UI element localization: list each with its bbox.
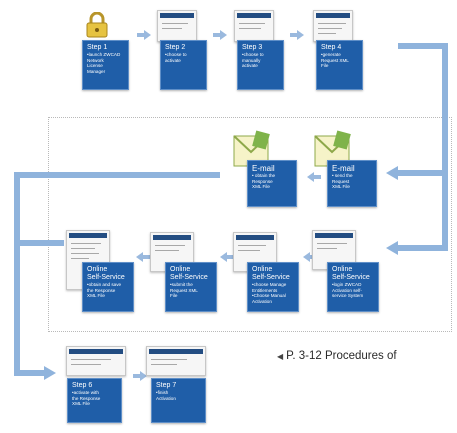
online-4-subtitle: Self-Service — [332, 274, 370, 281]
email-obtain-line: Response — [252, 178, 273, 184]
step-3-title: Step 3 — [242, 44, 263, 51]
step-4-screenshot — [313, 10, 353, 42]
step-4-line: Request XML — [321, 57, 349, 63]
online-2-line: •submit the — [170, 282, 193, 287]
online-3-subtitle: Self-Service — [252, 274, 290, 281]
online-1-title: Online — [87, 266, 108, 273]
reference-text: P. 3-12 Procedures of — [286, 350, 397, 362]
online-3-title: Online — [252, 266, 273, 273]
reference-marker: ◀ — [277, 352, 284, 361]
step-3-line: •choose to — [242, 52, 264, 57]
online-2-title: Online — [170, 266, 191, 273]
step-2-box: Step 2 •choose to activate — [160, 40, 207, 90]
email-obtain-line: • obtain the — [252, 173, 276, 178]
step-3-line: manually — [242, 57, 261, 63]
step-3-box: Step 3 •choose to manually activate — [237, 40, 284, 90]
online-4-line: •login ZWCAD — [332, 282, 362, 287]
flow-line-left-top — [14, 172, 220, 178]
arrow-online3-to-online2 — [220, 252, 234, 262]
online-4-title: Online — [332, 266, 353, 273]
online-3-line: Entitlements — [252, 287, 278, 293]
flow-line-email-branch — [398, 170, 448, 176]
email-obtain-box: E-mail • obtain the Response XML File — [247, 160, 297, 207]
email-send-line: Request — [332, 178, 350, 184]
online-1-line: •obtain and save — [87, 282, 122, 287]
arrow-step3-to-step4 — [290, 30, 304, 40]
email-obtain-title: E-mail — [252, 164, 275, 173]
flow-line-right-drop — [442, 43, 448, 251]
arrow-into-email — [386, 166, 398, 180]
flow-line-left-vertical — [14, 172, 20, 376]
lock-icon — [86, 12, 108, 38]
email-send-line: XML File — [332, 184, 350, 189]
online-1-box: Online Self-Service •obtain and save the… — [82, 262, 134, 312]
online-1-subtitle: Self-Service — [87, 274, 125, 281]
step-7-title: Step 7 — [156, 382, 177, 389]
online-2-line: File — [170, 293, 178, 298]
online-4-line: service System — [332, 293, 364, 298]
arrow-into-online — [386, 241, 398, 255]
online-4-box: Online Self-Service •login ZWCAD Activat… — [327, 262, 379, 312]
step-7-line: •finish — [156, 390, 169, 395]
email-send-title: E-mail — [332, 164, 355, 173]
step-2-screenshot — [157, 10, 197, 42]
step-1-line: Manager — [87, 68, 106, 74]
arrow-into-step6 — [44, 366, 56, 380]
step-6-title: Step 6 — [72, 382, 93, 389]
flow-line-left-mid — [14, 240, 64, 246]
online-3-line: Activation — [252, 298, 272, 304]
step-2-line: activate — [165, 57, 181, 63]
email-send-box: E-mail • send the Request XML File — [327, 160, 377, 207]
step-7-line: Activation — [156, 395, 176, 401]
arrow-step1-to-step2 — [137, 30, 151, 40]
step-4-line: •generate — [321, 52, 341, 57]
step-4-box: Step 4 •generate Request XML File — [316, 40, 363, 90]
arrow-step2-to-step3 — [213, 30, 227, 40]
step-2-title: Step 2 — [165, 44, 186, 51]
step-4-line: File — [321, 63, 329, 68]
arrow-online4-to-online3 — [303, 252, 317, 262]
reference-note: ◀P. 3-12 Procedures of — [277, 350, 397, 362]
online-1-line: the Response — [87, 287, 116, 293]
step-7-screenshot — [146, 346, 206, 376]
arrow-online2-to-online1 — [136, 252, 150, 262]
arrow-step6-to-step7 — [133, 371, 147, 381]
online-2-line: Request XML — [170, 287, 198, 293]
step-1-title: Step 1 — [87, 44, 108, 51]
email-obtain-line: XML File — [252, 184, 270, 189]
step-4-title: Step 4 — [321, 44, 342, 51]
step-1-line: Network — [87, 57, 104, 63]
arrow-email-right-to-left — [307, 172, 321, 182]
online-4-line: Activation self- — [332, 287, 362, 293]
step-3-screenshot — [234, 10, 274, 42]
online-1-line: XML File — [87, 293, 105, 298]
online-3-box: Online Self-Service •choose Manage Entit… — [247, 262, 299, 312]
step-6-line: •activate with — [72, 390, 99, 395]
step-2-line: •choose to — [165, 52, 187, 57]
step-3-line: activate — [242, 63, 258, 68]
online-2-box: Online Self-Service •submit the Request … — [165, 262, 217, 312]
step-6-line: XML File — [72, 401, 90, 406]
online-3-line: •choose Manage — [252, 282, 287, 287]
step-6-line: the Response — [72, 395, 101, 401]
online-process-region — [48, 117, 452, 332]
flow-line-right-vertical — [398, 43, 448, 49]
step-1-box: Step 1 •launch ZWCAD Network License Man… — [82, 40, 129, 90]
online-3-line: •Choose Manual — [252, 293, 286, 298]
email-send-line: • send the — [332, 173, 353, 178]
step-1-line: •launch ZWCAD — [87, 52, 121, 57]
flow-line-left-bottom — [14, 370, 46, 376]
step-6-screenshot — [66, 346, 126, 376]
step-7-box: Step 7 •finish Activation — [151, 378, 206, 423]
step-6-box: Step 6 •activate with the Response XML F… — [67, 378, 122, 423]
step-1-line: License — [87, 63, 103, 68]
flow-line-online-branch — [398, 245, 448, 251]
online-2-subtitle: Self-Service — [170, 274, 208, 281]
